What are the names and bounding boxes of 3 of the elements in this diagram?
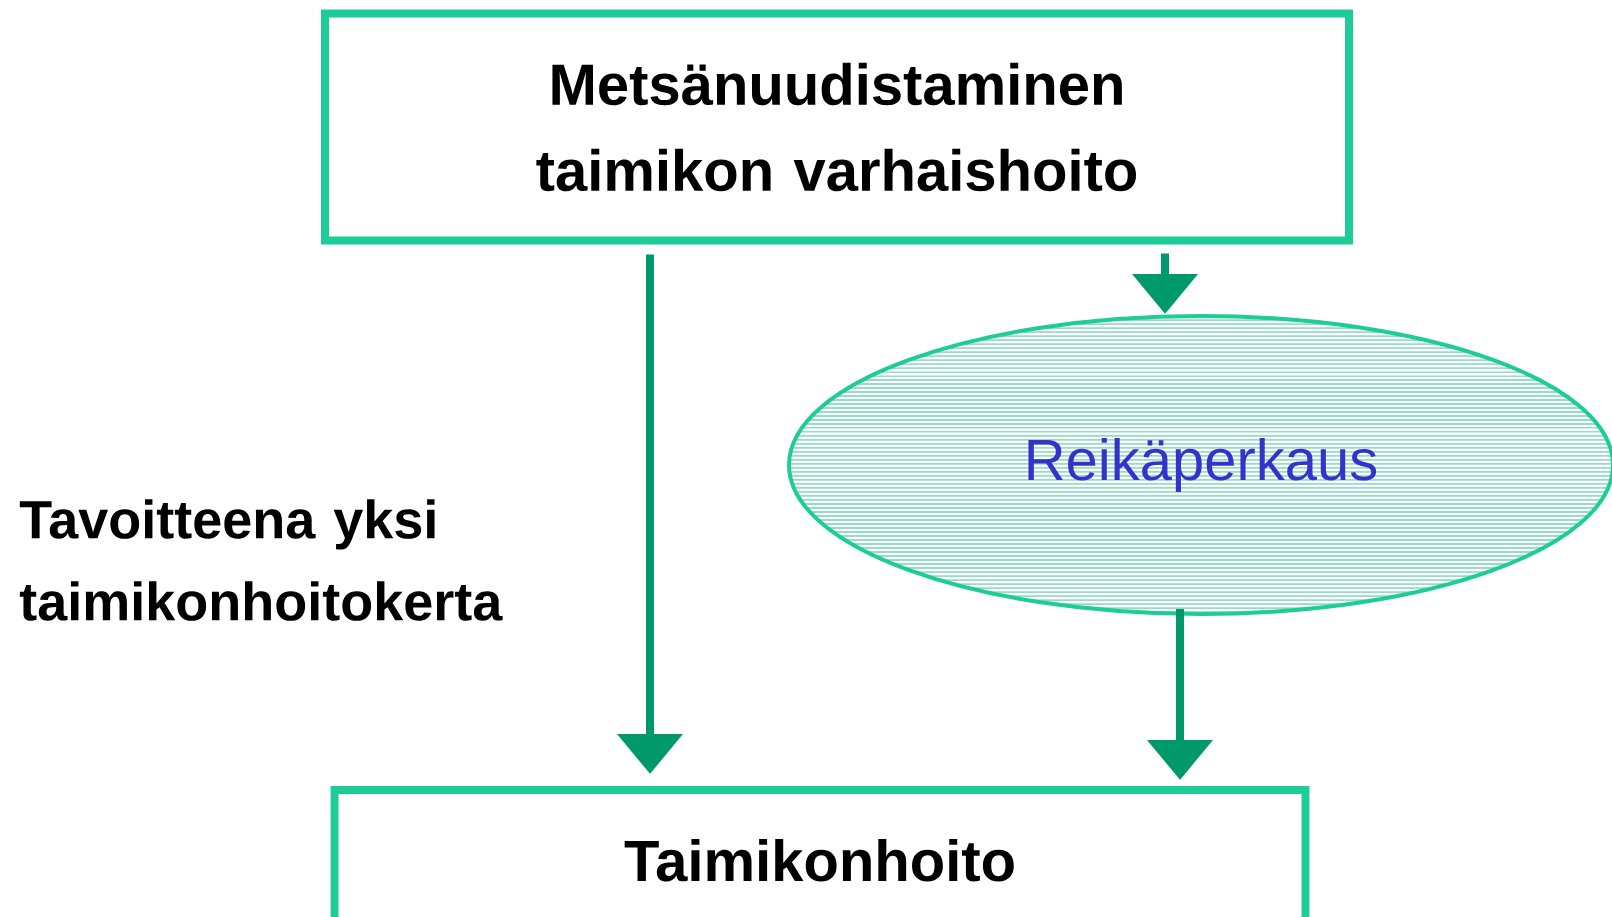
edge-label: Tavoitteena yksi taimikonhoitokerta bbox=[19, 499, 503, 621]
process-box: Metsänuudistaminen taimikon varhaishoito bbox=[321, 9, 1353, 245]
process-box: Taimikonhoito bbox=[330, 786, 1310, 917]
